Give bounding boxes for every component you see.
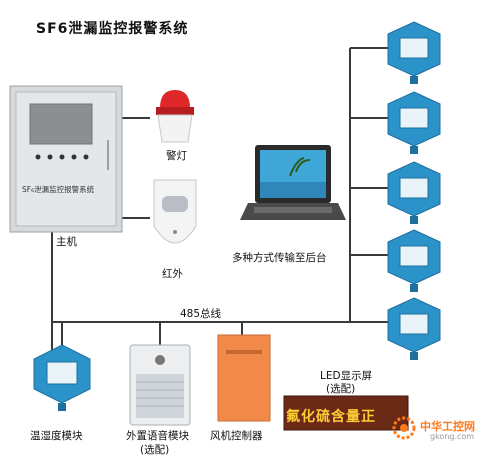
laptop-icon bbox=[240, 145, 346, 220]
infrared-label: 红外 bbox=[162, 268, 183, 280]
host-label: 主机 bbox=[56, 236, 77, 248]
watermark-url: gkong.com bbox=[430, 432, 475, 441]
voice-module-optional: (选配) bbox=[140, 444, 170, 456]
host-screen bbox=[29, 103, 93, 145]
host-buttons bbox=[35, 154, 89, 160]
infrared-detector-icon bbox=[153, 179, 197, 244]
temp-humidity-label: 温湿度模块 bbox=[30, 430, 83, 442]
gas-sensor-icon bbox=[387, 229, 441, 292]
diagram-title: SF6泄漏监控报警系统 bbox=[36, 21, 189, 37]
alarm-light-icon bbox=[156, 90, 194, 143]
voice-module-icon bbox=[129, 344, 191, 426]
watermark-gear-icon bbox=[392, 416, 416, 440]
laptop-caption: 多种方式传输至后台 bbox=[232, 252, 327, 264]
alarm-light-label: 警灯 bbox=[166, 150, 187, 162]
fan-controller-label: 风机控制器 bbox=[210, 430, 263, 442]
fan-controller-icon bbox=[217, 334, 271, 422]
gas-sensor-icon bbox=[387, 161, 441, 224]
bus-label: 485总线 bbox=[180, 308, 222, 320]
host-panel bbox=[9, 85, 123, 233]
led-display-label: LED显示屏 bbox=[320, 370, 373, 382]
led-display-optional: (选配) bbox=[326, 383, 356, 395]
led-scroll-text: 氟化硫含量正 bbox=[286, 409, 376, 425]
led-display bbox=[283, 395, 409, 431]
gas-sensors bbox=[387, 21, 441, 360]
voice-module-label: 外置语音模块 bbox=[126, 430, 189, 442]
temp-humidity-module-icon bbox=[33, 344, 91, 411]
host-panel-label: SF₆泄漏监控报警系统 bbox=[22, 185, 95, 194]
watermark-brand: 中华工控网 bbox=[420, 420, 475, 433]
gas-sensor-icon bbox=[387, 21, 441, 84]
connection-lines bbox=[51, 47, 388, 350]
gas-sensor-icon bbox=[387, 91, 441, 154]
gas-sensor-icon bbox=[387, 297, 441, 360]
